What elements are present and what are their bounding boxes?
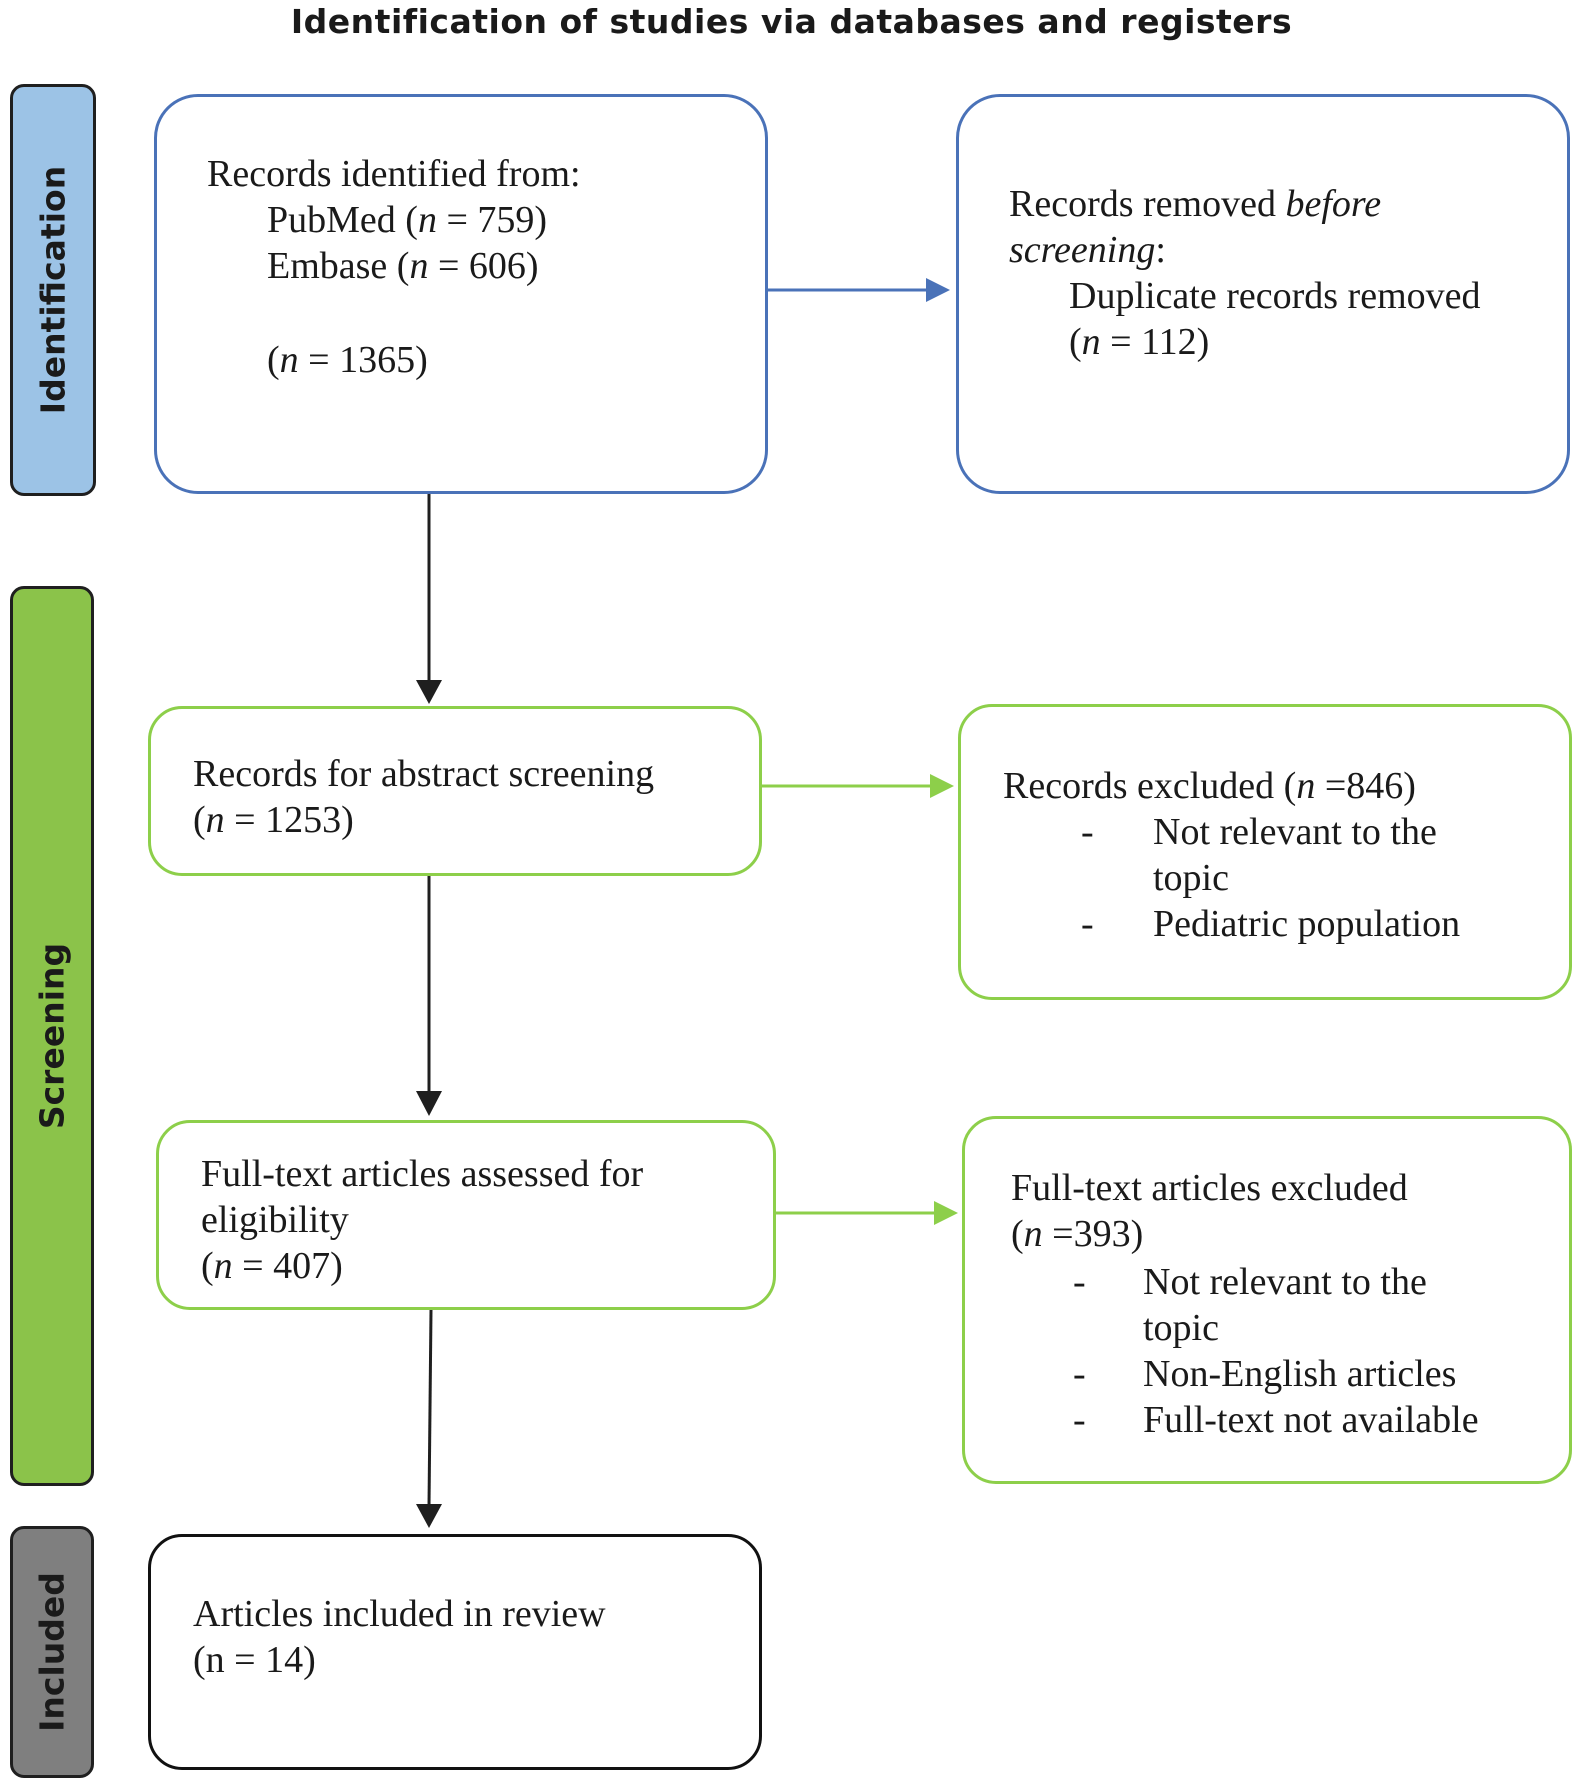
phase-bar-screening: Screening <box>10 586 94 1486</box>
fulltext-excluded-heading: Full-text articles excluded <box>1011 1167 1408 1209</box>
pubmed-count: PubMed (n = 759) <box>267 199 548 241</box>
arrow-abstract-to-fulltext <box>416 875 442 1116</box>
bullet-dash: - <box>1073 1399 1086 1441</box>
abstract-screening-count: (n = 1253) <box>193 799 354 841</box>
diagram-title: Identification of studies via databases … <box>290 2 1293 41</box>
bullet-dash: - <box>1073 1261 1086 1303</box>
fulltext-excluded-reason: Not relevant to the <box>1143 1261 1427 1303</box>
records-excluded-box: Records excluded (n =846) - Not relevant… <box>958 704 1572 1000</box>
records-removed-heading-cont: screening: <box>1009 229 1166 271</box>
fulltext-excluded-reason: Full-text not available <box>1143 1399 1479 1441</box>
excluded-reason-cont: topic <box>1153 857 1229 899</box>
fulltext-assessed-count: (n = 407) <box>201 1245 343 1287</box>
included-heading: Articles included in review <box>193 1593 606 1635</box>
bullet-dash: - <box>1081 903 1094 945</box>
records-identified-heading: Records identified from: <box>207 153 581 195</box>
arrow-abstract-to-excluded <box>762 774 954 798</box>
phase-bar-identification: Identification <box>10 84 96 496</box>
duplicate-records-label: Duplicate records removed <box>1069 275 1481 317</box>
arrow-fulltext-to-included <box>416 1309 442 1528</box>
records-identified-box: Records identified from: PubMed (n = 759… <box>154 94 768 494</box>
fulltext-excluded-count: (n =393) <box>1011 1213 1144 1255</box>
duplicate-records-count: (n = 112) <box>1069 321 1210 363</box>
abstract-screening-heading: Records for abstract screening <box>193 753 655 795</box>
included-count: (n = 14) <box>193 1639 316 1681</box>
arrow-identified-to-abstract <box>416 493 442 704</box>
arrow-identified-to-removed <box>768 278 950 302</box>
abstract-screening-box: Records for abstract screening (n = 1253… <box>148 706 762 876</box>
records-excluded-heading: Records excluded (n =846) <box>1003 765 1416 807</box>
fulltext-excluded-box: Full-text articles excluded (n =393) - N… <box>962 1116 1572 1484</box>
records-removed-heading: Records removed before <box>1009 183 1382 225</box>
fulltext-assessed-box: Full-text articles assessed for eligibil… <box>156 1120 776 1310</box>
bullet-dash: - <box>1073 1353 1086 1395</box>
records-removed-box: Records removed before screening: Duplic… <box>956 94 1570 494</box>
fulltext-assessed-heading: Full-text articles assessed for <box>201 1153 644 1195</box>
fulltext-excluded-reason-cont: topic <box>1143 1307 1219 1349</box>
included-box: Articles included in review (n = 14) <box>148 1534 762 1770</box>
excluded-reason: Not relevant to the <box>1153 811 1437 853</box>
fulltext-assessed-heading-cont: eligibility <box>201 1199 349 1241</box>
fulltext-excluded-reason: Non-English articles <box>1143 1353 1457 1395</box>
embase-count: Embase (n = 606) <box>267 245 539 287</box>
excluded-reason: Pediatric population <box>1153 903 1461 945</box>
phase-bar-included: Included <box>10 1526 94 1778</box>
bullet-dash: - <box>1081 811 1094 853</box>
arrow-fulltext-to-excluded <box>776 1201 958 1225</box>
identified-total: (n = 1365) <box>267 339 428 381</box>
